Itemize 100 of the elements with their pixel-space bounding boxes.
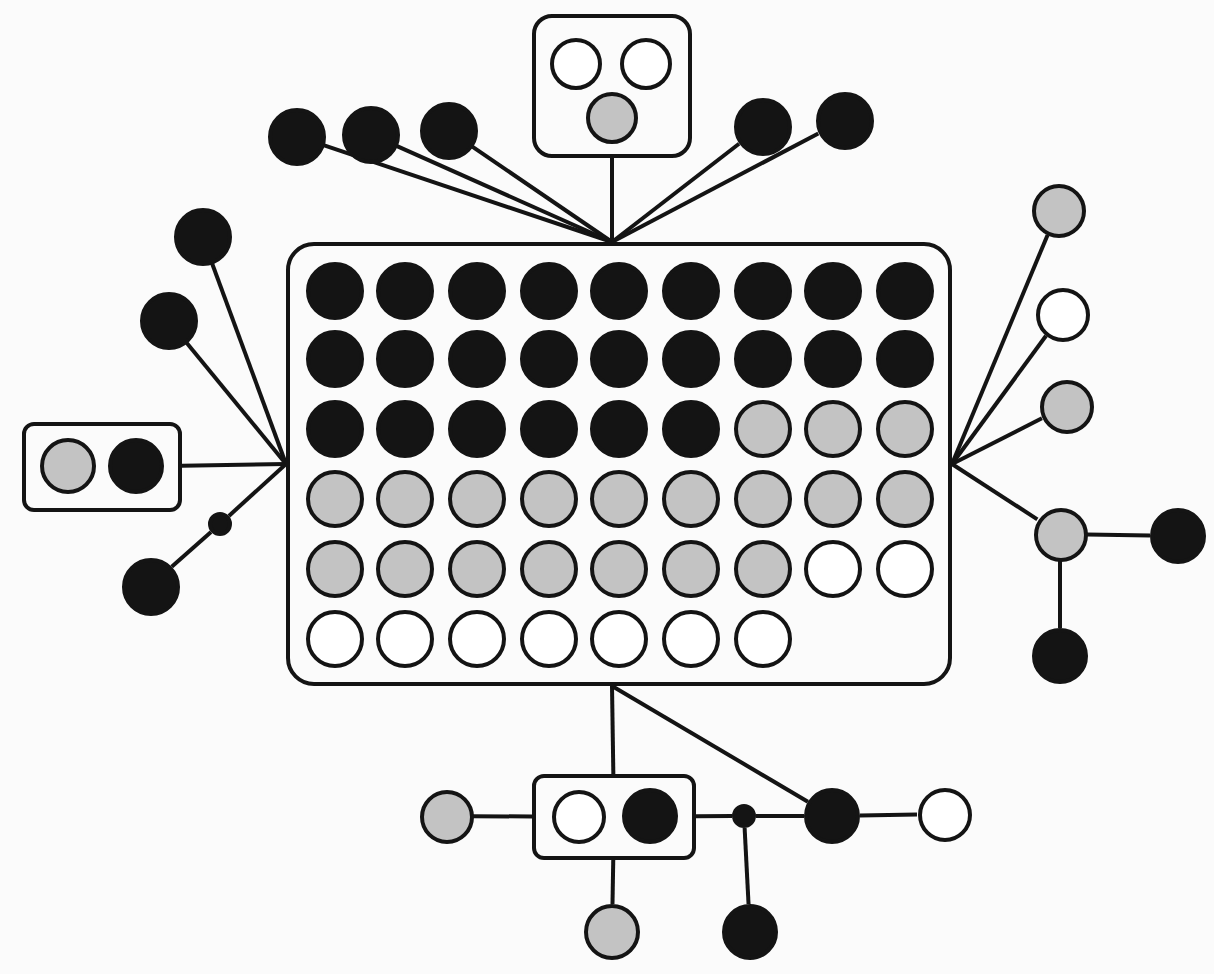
circle-marker [305, 330, 363, 389]
circle-marker [519, 261, 578, 319]
circle-marker [1031, 183, 1085, 237]
circle-marker [376, 539, 435, 598]
circle-marker [620, 38, 672, 90]
connector-line [610, 158, 614, 242]
circle-marker [1032, 628, 1088, 684]
circle-marker [590, 330, 649, 389]
group-box [532, 14, 692, 158]
connector-line [742, 827, 751, 905]
circle-marker [804, 400, 863, 459]
connector-line [210, 262, 288, 465]
circle-marker [804, 330, 863, 389]
circle-marker [419, 789, 473, 843]
connector-line [950, 234, 1050, 465]
circle-marker [173, 207, 231, 265]
circle-marker [447, 330, 506, 389]
circle-marker [662, 609, 720, 667]
circle-marker [519, 539, 578, 598]
circle-marker [876, 400, 935, 459]
circle-marker [722, 904, 778, 960]
connector-line [470, 144, 614, 244]
group-box [22, 422, 182, 512]
circle-marker [590, 261, 649, 319]
circle-marker [662, 400, 720, 459]
circle-marker [447, 261, 506, 319]
circle-marker [519, 400, 578, 459]
circle-marker [447, 609, 506, 667]
circle-marker [447, 539, 506, 598]
circle-marker [1150, 508, 1206, 564]
circle-marker [586, 92, 638, 144]
circle-marker [267, 107, 325, 165]
connector-line [756, 814, 804, 818]
circle-marker [121, 557, 179, 615]
circle-marker [662, 469, 720, 528]
circle-marker [584, 904, 640, 960]
connector-line [611, 131, 820, 244]
circle-marker [876, 539, 935, 598]
connector-line [610, 142, 741, 244]
connector-line [611, 684, 809, 804]
connector-line [859, 812, 918, 818]
circle-marker [662, 261, 720, 319]
circle-marker [815, 91, 873, 149]
circle-marker [804, 788, 860, 844]
circle-marker [876, 330, 935, 389]
circle-marker [139, 291, 197, 349]
connector-line [1086, 532, 1151, 538]
circle-marker [447, 469, 506, 528]
circle-marker [876, 469, 935, 528]
circle-marker [305, 400, 363, 459]
circle-marker [305, 609, 363, 667]
circle-marker [551, 789, 605, 843]
connector-line [184, 341, 288, 466]
connector-line [181, 462, 287, 468]
circle-marker [376, 469, 435, 528]
circle-marker [733, 539, 792, 598]
circle-marker [733, 97, 791, 155]
connector-line [950, 462, 1039, 521]
circle-marker [305, 469, 363, 528]
junction-dot [208, 512, 232, 536]
circle-marker [376, 261, 435, 319]
circle-marker [590, 469, 649, 528]
circle-marker [376, 330, 435, 389]
circle-marker [733, 261, 792, 319]
connector-line [951, 416, 1043, 466]
circle-marker [733, 330, 792, 389]
circle-marker [917, 787, 971, 841]
circle-marker [590, 400, 649, 459]
circle-marker [447, 400, 506, 459]
connector-line [227, 462, 288, 518]
connector-line [473, 814, 532, 819]
circle-marker [733, 400, 792, 459]
circle-marker [622, 788, 678, 844]
connector-line [610, 685, 616, 775]
connector-line [1058, 561, 1062, 628]
connector-line [950, 334, 1048, 466]
circle-marker [590, 609, 649, 667]
circle-marker [519, 469, 578, 528]
connector-line [170, 530, 213, 569]
circle-marker [519, 609, 578, 667]
circle-marker [1035, 287, 1089, 341]
circle-marker [733, 469, 792, 528]
circle-marker [804, 261, 863, 319]
circle-marker [341, 105, 399, 163]
plate-box [286, 242, 952, 686]
circle-marker [108, 438, 164, 494]
circle-marker [1033, 507, 1087, 561]
group-box [532, 774, 696, 860]
circle-marker [519, 330, 578, 389]
junction-dot [732, 804, 756, 828]
circle-marker [733, 609, 792, 667]
circle-marker [662, 330, 720, 389]
circle-marker [876, 261, 935, 319]
circle-marker [305, 539, 363, 598]
circle-marker [376, 609, 435, 667]
circle-marker [40, 438, 96, 494]
circle-marker [804, 539, 863, 598]
circle-marker [550, 38, 602, 90]
circle-marker [376, 400, 435, 459]
connector-line [696, 814, 732, 819]
